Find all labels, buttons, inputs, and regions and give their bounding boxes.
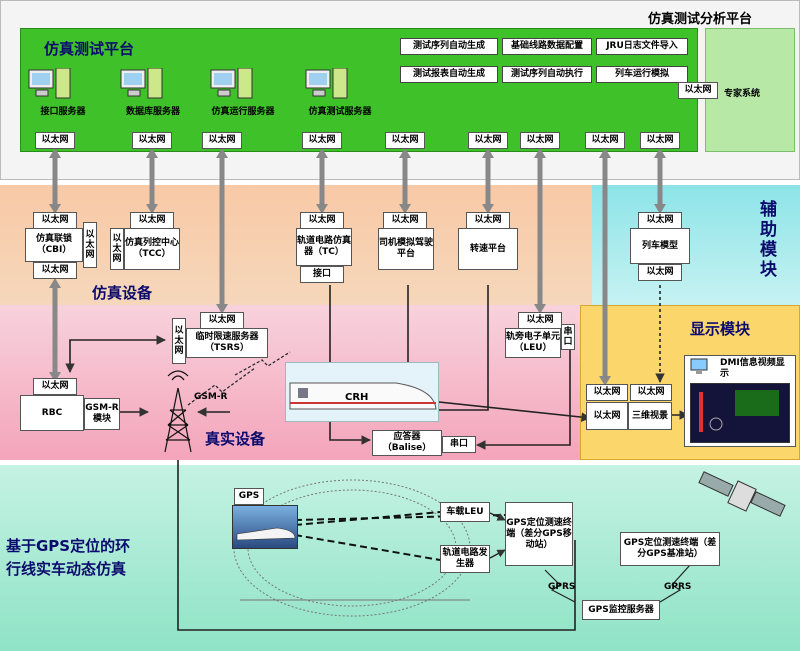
train-model-ethernet-bottom: 以太网 [638,264,682,281]
gps-mobile-terminal[interactable]: GPS定位测速终端（差分GPS移动站） [505,502,573,566]
gprs-label-left: GPRS [548,582,576,592]
sim-test-server-label: 仿真测试服务器 [308,107,372,117]
sim-devices-title: 仿真设备 [92,284,153,302]
dmi-label-text: DMI信息视频显示 [720,358,785,379]
signal-links [65,285,689,631]
view3d-ethernet-right: 以太网 [630,384,672,401]
gps-title-line2: 行线实车动态仿真 [6,560,127,578]
track-generator-box[interactable]: 轨道电路发生器 [440,545,490,573]
tsrs-ethernet-top: 以太网 [200,312,244,329]
leu-serial: 串口 [561,324,575,350]
database-server-label: 数据库服务器 [125,107,180,117]
cbi-tcc-ethernet-b: 以太网 [110,228,124,270]
cbi-ethernet: 以太网 [33,212,77,229]
platform-ethernet-8: 以太网 [585,132,625,149]
train-photo [232,505,298,549]
interface-server-icon [28,67,72,102]
tc-box[interactable]: 轨道电路仿真器（TC） [296,228,352,266]
tcc-box[interactable]: 仿真列控中心（TCC） [124,228,180,270]
fn-line-data-config[interactable]: 基础线路数据配置 [502,38,592,55]
platform-ethernet-6: 以太网 [468,132,508,149]
tsrs-ethernet-side-label: 以太网 [174,326,184,356]
tc-ethernet: 以太网 [300,212,344,229]
analysis-platform-title: 仿真测试分析平台 [648,12,753,27]
view3d-ethernet-bottom: 以太网 [586,402,628,430]
display-title: 显示模块 [690,320,751,338]
platform-ethernet-7: 以太网 [520,132,560,149]
leu-ethernet: 以太网 [518,312,562,329]
rbc-box[interactable]: RBC [20,395,84,431]
fn-test-seq-exec[interactable]: 测试序列自动执行 [502,66,592,83]
train-model-ethernet-top: 以太网 [638,212,682,229]
tsrs-ethernet-side: 以太网 [172,318,186,364]
gps-title-line1: 基于GPS定位的环 [6,537,131,555]
fn-report-gen[interactable]: 测试报表自动生成 [400,66,498,83]
speed-ethernet: 以太网 [466,212,510,229]
sim-run-server-icon [210,67,254,102]
ethernet-arrowheads [49,148,666,386]
satellite-icon [698,471,786,517]
cbi-tcc-ethernet-a-label: 以太网 [85,230,95,260]
view3d-box[interactable]: 三维视景 [628,402,672,430]
sim-test-server-icon [305,67,349,102]
platform-ethernet-1: 以太网 [35,132,75,149]
onboard-leu-box[interactable]: 车载LEU [440,502,490,522]
view3d-ethernet-left: 以太网 [586,384,628,401]
test-platform-title: 仿真测试平台 [44,40,135,58]
platform-ethernet-9: 以太网 [640,132,680,149]
gps-label: GPS [234,488,264,505]
speed-box[interactable]: 转速平台 [458,228,518,270]
crh-label: CRH [345,392,369,403]
tc-interface: 接口 [300,266,344,283]
dmi-label: DMI信息视频显示 [720,358,790,380]
tsrs-box[interactable]: 临时限速服务器（TSRS） [186,328,268,358]
gprs-label-right: GPRS [664,582,692,592]
platform-ethernet-expert: 以太网 [678,82,718,99]
crh-train-panel[interactable] [285,362,439,422]
aux-title: 辅助模块 [760,200,782,280]
database-server-icon [120,67,164,102]
fn-jru-import[interactable]: JRU日志文件导入 [596,38,688,55]
balise-serial: 串口 [442,436,476,453]
balise-box[interactable]: 应答器（Balise） [372,430,442,456]
fn-test-seq-gen[interactable]: 测试序列自动生成 [400,38,498,55]
crh-train-icon [289,382,437,410]
platform-ethernet-2: 以太网 [132,132,172,149]
ethernet-links [52,152,663,382]
fn-train-run-sim[interactable]: 列车运行模拟 [596,66,688,83]
gsmr-module-box[interactable]: GSM-R模块 [84,398,120,430]
gsmr-tower-icon [164,370,192,453]
platform-ethernet-4: 以太网 [302,132,342,149]
aux-region [592,185,800,305]
real-devices-title: 真实设备 [205,430,266,448]
cbi-tcc-ethernet-a: 以太网 [83,222,97,268]
gps-dashed-links [294,511,506,561]
expert-system-label: 专家系统 [724,89,761,99]
aux-title-text: 辅助模块 [760,200,777,280]
train-model-box[interactable]: 列车模型 [630,228,690,264]
cbi-tcc-ethernet-b-label: 以太网 [112,234,122,264]
cbi-box[interactable]: 仿真联锁（CBI） [25,228,83,262]
computer-icon [690,358,710,376]
gps-base-terminal[interactable]: GPS定位测速终端（差分GPS基准站） [620,532,720,566]
driver-box[interactable]: 司机模拟驾驶平台 [378,228,434,270]
driver-ethernet: 以太网 [383,212,427,229]
tcc-ethernet: 以太网 [130,212,174,229]
rbc-ethernet: 以太网 [33,378,77,395]
gps-monitor-server[interactable]: GPS监控服务器 [582,600,660,620]
platform-ethernet-3: 以太网 [202,132,242,149]
leu-box[interactable]: 轨旁电子单元（LEU） [505,328,561,358]
cbi-ethernet-bottom: 以太网 [33,262,77,279]
interface-server-label: 接口服务器 [40,107,86,117]
gsmr-label: GSM-R [194,392,228,402]
sim-run-server-label: 仿真运行服务器 [211,107,275,117]
platform-ethernet-5: 以太网 [385,132,425,149]
dmi-screen-icon [690,383,790,443]
